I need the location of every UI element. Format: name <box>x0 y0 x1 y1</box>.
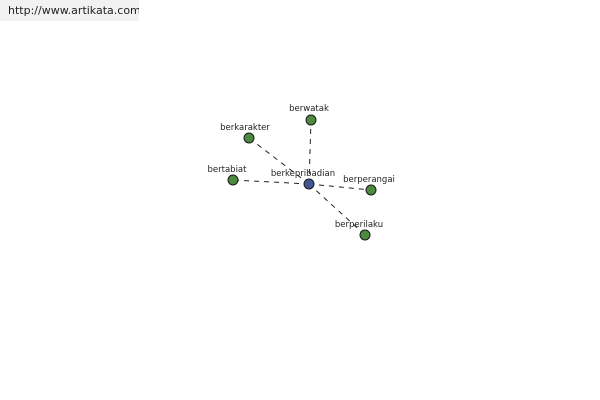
node-label-berwatak: berwatak <box>289 104 329 114</box>
source-url[interactable]: http://www.artikata.com <box>0 0 139 21</box>
node-berwatak[interactable] <box>305 114 317 126</box>
node-center[interactable] <box>303 178 315 190</box>
node-bertabiat[interactable] <box>227 174 239 186</box>
node-berkarakter[interactable] <box>243 132 255 144</box>
node-label-berperilaku: berperilaku <box>335 220 383 230</box>
node-berperilaku[interactable] <box>359 229 371 241</box>
node-label-berkarakter: berkarakter <box>220 123 270 133</box>
edge-center-berperilaku <box>308 183 366 236</box>
edge-center-berkarakter <box>248 137 310 185</box>
node-label-berperangai: berperangai <box>343 175 395 185</box>
edge-center-berwatak <box>308 119 312 185</box>
edge-center-berperangai <box>308 183 372 191</box>
node-label-bertabiat: bertabiat <box>208 165 248 175</box>
node-label-center: berkepribadian <box>271 169 335 179</box>
edge-center-bertabiat <box>232 179 310 185</box>
node-berperangai[interactable] <box>365 184 377 196</box>
